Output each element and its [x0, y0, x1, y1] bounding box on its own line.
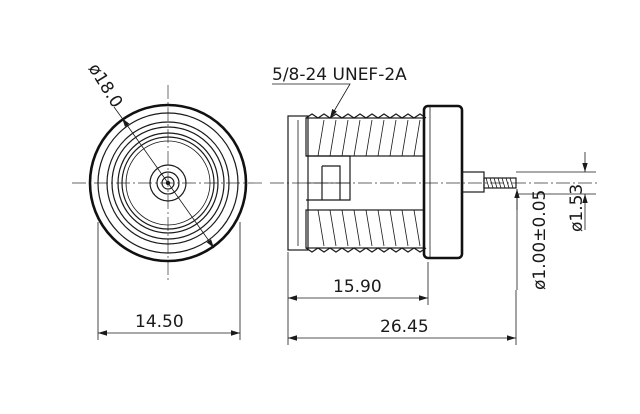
- pin-diameter-label: ø1.00±0.05: [530, 190, 550, 290]
- front-view: ø18.0 14.50: [72, 60, 262, 340]
- thread-label: 5/8-24 UNEF-2A: [272, 65, 407, 85]
- front-width-label: 14.50: [135, 312, 184, 332]
- side-inner-bore: [306, 155, 351, 201]
- front-diameter-leader-ext: [113, 106, 123, 119]
- thread-teeth-lower: [305, 247, 427, 253]
- tail-diameter-label: ø1.53: [567, 184, 587, 232]
- thread-teeth-lower-inner: [317, 209, 421, 247]
- side-cable-tail: [483, 177, 517, 189]
- thread-teeth-upper-inner: [317, 119, 421, 157]
- side-rear-stub: [461, 171, 485, 193]
- side-view: 5/8-24 UNEF-2A ø1.00±0.05: [270, 65, 600, 345]
- side-cable-knurl: [485, 177, 514, 189]
- dim-15-label: 15.90: [333, 277, 382, 297]
- thread-leader: [272, 83, 351, 119]
- dim-26-label: 26.45: [380, 317, 429, 337]
- front-diameter-leader: [121, 117, 215, 249]
- thread-teeth-upper: [305, 113, 427, 119]
- front-diameter-label: ø18.0: [84, 60, 127, 112]
- front-ring-2: [97, 112, 239, 254]
- front-outer-ring: [88, 103, 248, 263]
